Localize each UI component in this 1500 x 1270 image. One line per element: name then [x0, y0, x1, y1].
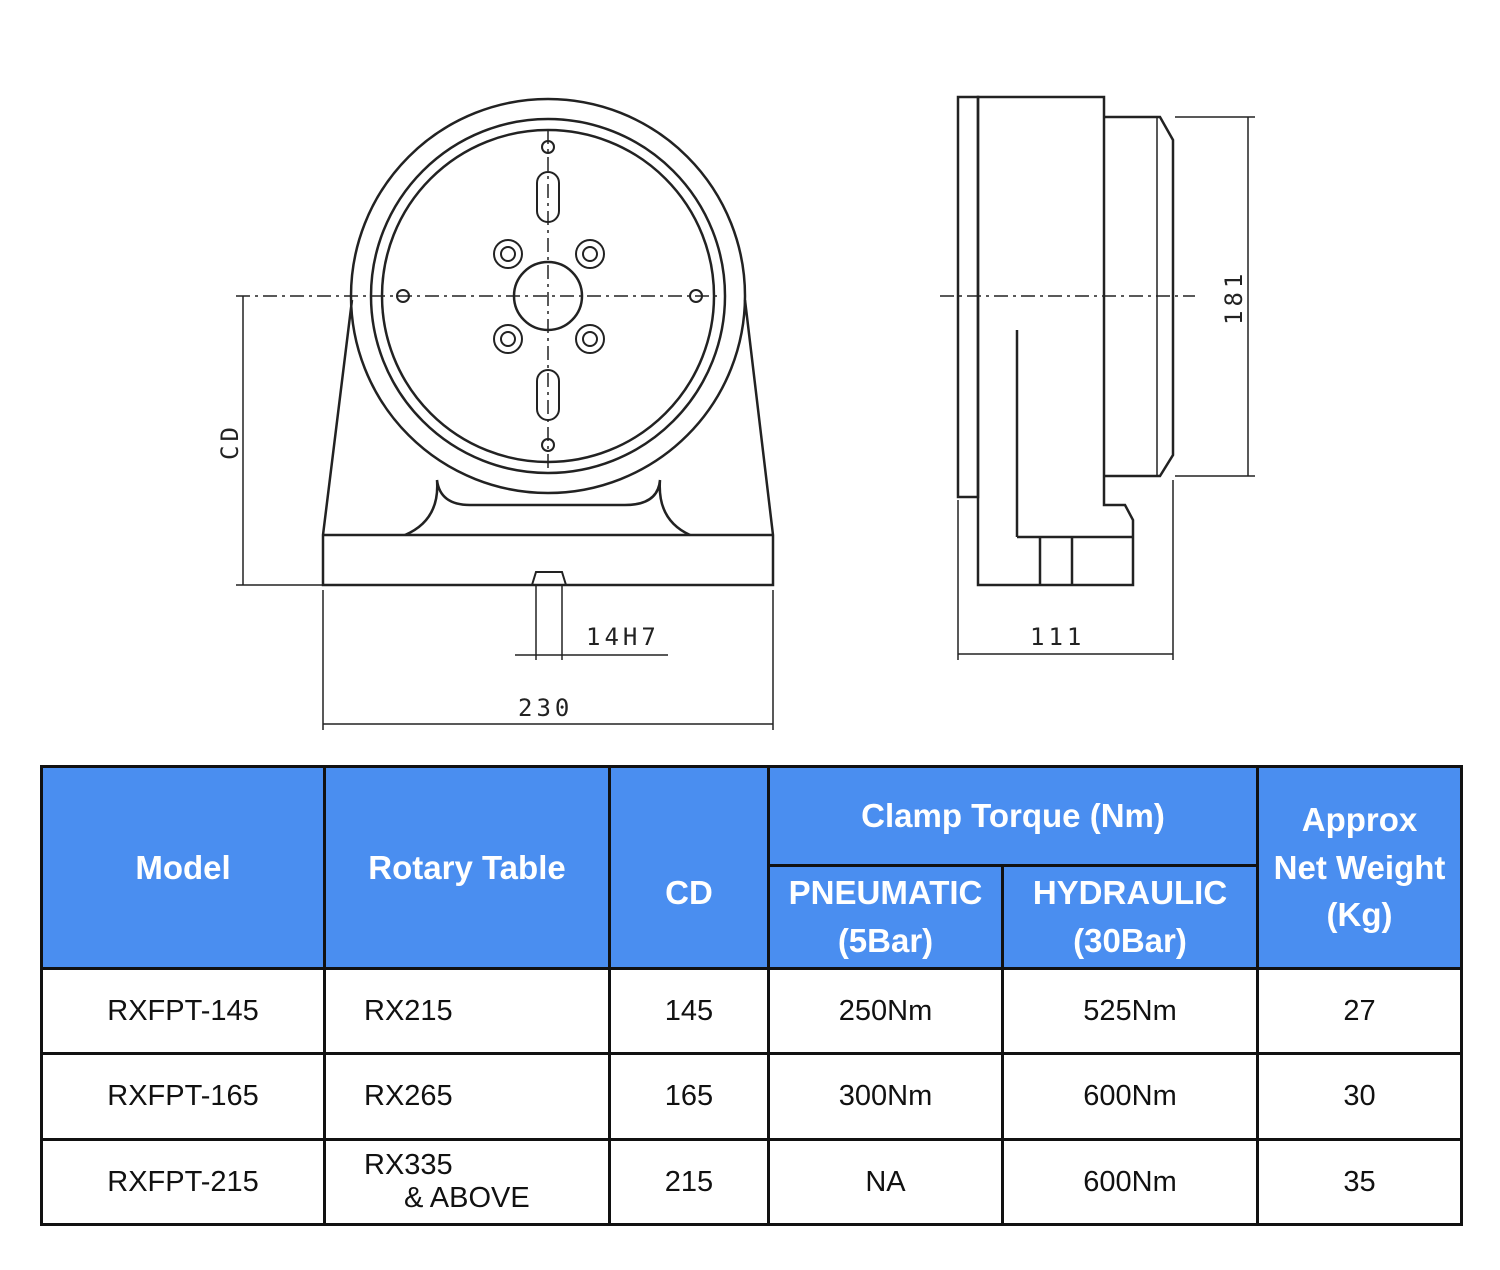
- rotary-model: RX335: [364, 1149, 453, 1181]
- rotary-table-cell: RX215: [323, 967, 611, 1055]
- hydraulic-torque-cell: 600Nm: [1000, 1052, 1260, 1141]
- weight-header-line: (Kg): [1326, 896, 1393, 934]
- header-clamp-torque: Clamp Torque (Nm): [766, 765, 1260, 867]
- header-pneumatic: PNEUMATIC (5Bar): [767, 864, 1004, 970]
- pneumatic-torque-cell: 300Nm: [767, 1052, 1004, 1141]
- header-model: Model: [40, 765, 326, 970]
- weight-header-line: Net Weight: [1273, 848, 1446, 886]
- weight-header-line: Approx: [1301, 800, 1418, 838]
- rotary-table-cell: RX335& ABOVE: [323, 1138, 611, 1226]
- rotary-table-cell: RX265: [323, 1052, 611, 1141]
- side-view: 181 111: [940, 95, 1255, 660]
- specification-table: Model Rotary Table CD Clamp Torque (Nm) …: [40, 765, 1464, 1226]
- depth-dimension-label: 111: [1030, 623, 1085, 651]
- header-cd: CD: [608, 765, 770, 970]
- hydraulic-label: HYDRAULIC: [1032, 874, 1228, 912]
- pneumatic-label: PNEUMATIC: [788, 874, 983, 912]
- rotary-model: RX215: [364, 994, 453, 1027]
- weight-cell: 35: [1256, 1138, 1464, 1226]
- model-cell: RXFPT-145: [40, 967, 326, 1055]
- header-hydraulic: HYDRAULIC (30Bar): [1000, 864, 1260, 970]
- keyway-dimension-label: 14H7: [586, 623, 660, 651]
- technical-drawing: CD 14H7 230 181 111: [216, 95, 1255, 730]
- rotary-model-note: & ABOVE: [404, 1182, 530, 1214]
- hydraulic-pressure: (30Bar): [1073, 922, 1187, 959]
- model-cell: RXFPT-165: [40, 1052, 326, 1141]
- cd-dimension-label: CD: [216, 423, 244, 460]
- model-cell: RXFPT-215: [40, 1138, 326, 1226]
- header-rotary-table: Rotary Table: [323, 765, 611, 970]
- hydraulic-torque-cell: 600Nm: [1000, 1138, 1260, 1226]
- pneumatic-pressure: (5Bar): [837, 922, 934, 959]
- width-dimension-label: 230: [518, 694, 573, 722]
- cd-cell: 145: [608, 967, 770, 1055]
- weight-cell: 30: [1256, 1052, 1464, 1141]
- cd-cell: 215: [608, 1138, 770, 1226]
- pneumatic-torque-cell: 250Nm: [767, 967, 1004, 1055]
- hydraulic-torque-cell: 525Nm: [1000, 967, 1260, 1055]
- cd-cell: 165: [608, 1052, 770, 1141]
- pneumatic-torque-cell: NA: [767, 1138, 1004, 1226]
- height-dimension-label: 181: [1220, 270, 1248, 325]
- rotary-model: RX265: [364, 1080, 453, 1112]
- weight-cell: 27: [1256, 967, 1464, 1055]
- front-view: CD 14H7 230: [216, 97, 775, 730]
